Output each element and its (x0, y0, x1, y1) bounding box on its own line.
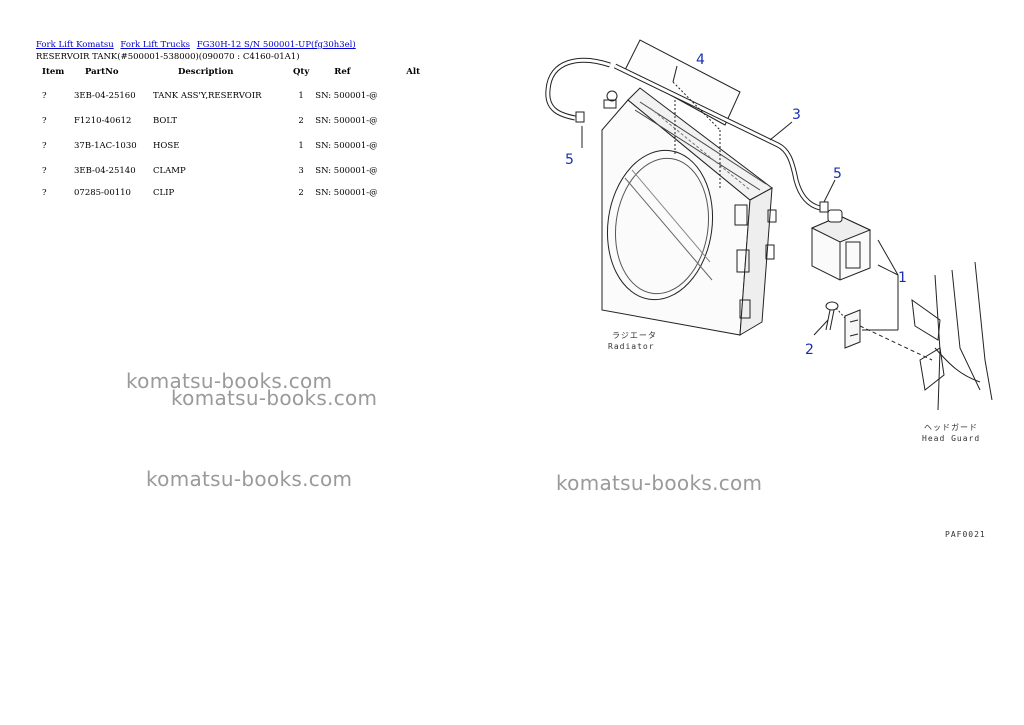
cell-ref: SN: 500001-@ (315, 90, 378, 101)
breadcrumb-link-model[interactable]: FG30H-12 S/N 500001-UP(fg30h3el) (196, 40, 356, 50)
table-row: ? F1210-40612 BOLT 2 SN: 500001-@ (36, 108, 429, 133)
page-title: RESERVOIR TANK(#500001-538000)(090070 : … (36, 52, 300, 62)
breadcrumb-link-fork-lift-komatsu[interactable]: Fork Lift Komatsu (36, 40, 114, 50)
cell-ref: SN: 500001-@ (315, 140, 378, 151)
bolt-drawing (825, 301, 839, 331)
cell-part-no: 07285-00110 (74, 188, 131, 198)
cell-item: ? (42, 115, 47, 126)
clamp-drawing (844, 309, 861, 349)
header-alt: Alt (406, 67, 421, 77)
cell-description: CLAMP (153, 165, 186, 176)
cell-part-no: 3EB-04-25140 (74, 165, 136, 176)
cell-qty: 2 (298, 115, 304, 126)
header-qty: Qty (293, 67, 310, 77)
callout-1: 1 (898, 270, 907, 286)
callout-5-right: 5 (833, 166, 842, 182)
cell-description: HOSE (153, 140, 180, 151)
cell-description: BOLT (153, 115, 177, 126)
cell-alt (403, 133, 429, 158)
cell-alt (403, 158, 429, 183)
cell-description: CLIP (153, 188, 175, 198)
watermark-text: komatsu-books.com (126, 369, 333, 393)
watermark-text: komatsu-books.com (556, 471, 763, 495)
table-row: ? 3EB-04-25160 TANK ASS'Y,RESERVOIR 1 SN… (36, 83, 429, 108)
head-guard-label-en: Head Guard (922, 434, 980, 443)
header-part-no: PartNo (85, 67, 119, 77)
cell-qty: 2 (298, 188, 304, 198)
table-row: ? 37B-1AC-1030 HOSE 1 SN: 500001-@ (36, 133, 429, 158)
table-header-row: Item PartNo Description Qty Ref Alt (36, 66, 429, 83)
bracket-plate-drawing (624, 39, 741, 126)
callout-3: 3 (792, 107, 801, 123)
breadcrumb: Fork Lift Komatsu Fork Lift Trucks FG30H… (36, 40, 360, 50)
head-guard-drawing (911, 261, 993, 411)
cell-ref: SN: 500001-@ (315, 188, 378, 198)
watermark-text: komatsu-books.com (171, 386, 378, 410)
cell-qty: 1 (298, 90, 304, 101)
cell-ref: SN: 500001-@ (315, 115, 378, 126)
cell-item: ? (42, 165, 47, 176)
parts-table: Item PartNo Description Qty Ref Alt ? 3E… (36, 66, 429, 203)
head-guard-label-jp: ヘッドガード (924, 422, 978, 432)
header-ref: Ref (334, 67, 351, 77)
cell-part-no: 37B-1AC-1030 (74, 140, 137, 151)
cell-item: ? (42, 188, 47, 198)
breadcrumb-link-fork-lift-trucks[interactable]: Fork Lift Trucks (120, 40, 190, 50)
table-row: ? 3EB-04-25140 CLAMP 3 SN: 500001-@ (36, 158, 429, 183)
cell-item: ? (42, 140, 47, 151)
cell-item: ? (42, 90, 47, 101)
callout-5-left: 5 (565, 152, 574, 168)
header-item: Item (42, 67, 65, 77)
callout-4: 4 (696, 52, 705, 68)
cell-alt (403, 83, 429, 108)
callout-2: 2 (805, 342, 814, 358)
radiator-drawing (601, 87, 777, 336)
header-description: Description (178, 67, 234, 77)
figure-code: PAF0021 (945, 530, 986, 539)
cell-qty: 3 (298, 165, 304, 176)
reservoir-tank-drawing (810, 209, 872, 281)
cell-qty: 1 (298, 140, 304, 151)
radiator-label-en: Radiator (608, 342, 655, 351)
cell-alt (403, 108, 429, 133)
watermark-text: komatsu-books.com (146, 467, 353, 491)
clip-drawing (575, 111, 585, 123)
cell-description: TANK ASS'Y,RESERVOIR (153, 90, 262, 101)
table-row: ? 07285-00110 CLIP 2 SN: 500001-@ (36, 183, 429, 203)
parts-diagram: 1 2 3 4 5 5 ラジエータ Radiator ヘッドガード Head G… (545, 39, 993, 539)
cell-alt (403, 183, 429, 203)
radiator-label-jp: ラジエータ (612, 331, 657, 340)
cell-part-no: F1210-40612 (74, 115, 132, 126)
cell-part-no: 3EB-04-25160 (74, 90, 136, 101)
cell-ref: SN: 500001-@ (315, 165, 378, 176)
